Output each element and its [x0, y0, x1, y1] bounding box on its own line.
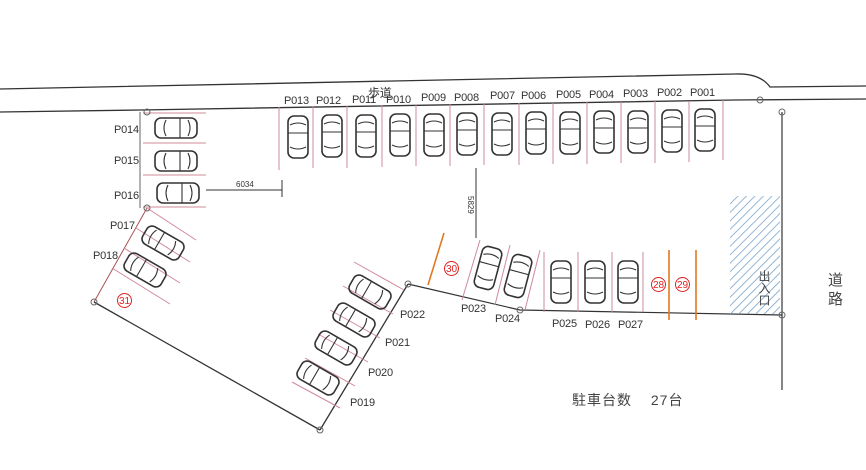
space-label: P012 — [316, 95, 341, 107]
space-label: P009 — [421, 92, 446, 104]
space-label: P007 — [490, 90, 515, 102]
marker-31: 31 — [117, 293, 132, 308]
space-label: P020 — [368, 367, 393, 379]
space-label: P024 — [495, 313, 520, 325]
space-label: P010 — [386, 94, 411, 106]
space-label: P005 — [556, 89, 581, 101]
space-label: P019 — [350, 397, 375, 409]
space-label: P016 — [114, 190, 139, 202]
space-label: P002 — [657, 87, 682, 99]
space-label: P013 — [284, 95, 309, 107]
dimension-6034: 6034 — [236, 180, 254, 189]
space-label: P014 — [114, 124, 139, 136]
parking-count-value: 27台 — [650, 392, 684, 408]
marker-30: 30 — [444, 261, 459, 276]
space-label: P023 — [461, 303, 486, 315]
space-label: P021 — [385, 337, 410, 349]
space-label: P017 — [110, 220, 135, 232]
parking-count-label: 駐車台数 — [572, 392, 632, 408]
space-label: P003 — [623, 88, 648, 100]
space-label: P011 — [352, 94, 377, 106]
space-label: P015 — [114, 155, 139, 167]
space-label: P018 — [93, 250, 118, 262]
space-label: P025 — [552, 318, 577, 330]
space-label: P004 — [589, 89, 614, 101]
space-label: P026 — [585, 319, 610, 331]
space-label: P008 — [454, 92, 479, 104]
dimension-5829: 5829 — [466, 196, 475, 214]
parking-count-title: 駐車台数 27台 — [572, 390, 683, 410]
marker-28: 28 — [651, 277, 666, 292]
space-label: P006 — [521, 90, 546, 102]
road-label: 道路 — [826, 272, 843, 310]
space-label: P001 — [690, 87, 715, 99]
sidewalk-label: 歩道 — [368, 86, 392, 100]
entrance-label: 出入口 — [757, 270, 771, 306]
space-label: P027 — [618, 319, 643, 331]
space-label: P022 — [400, 309, 425, 321]
marker-29: 29 — [675, 277, 690, 292]
